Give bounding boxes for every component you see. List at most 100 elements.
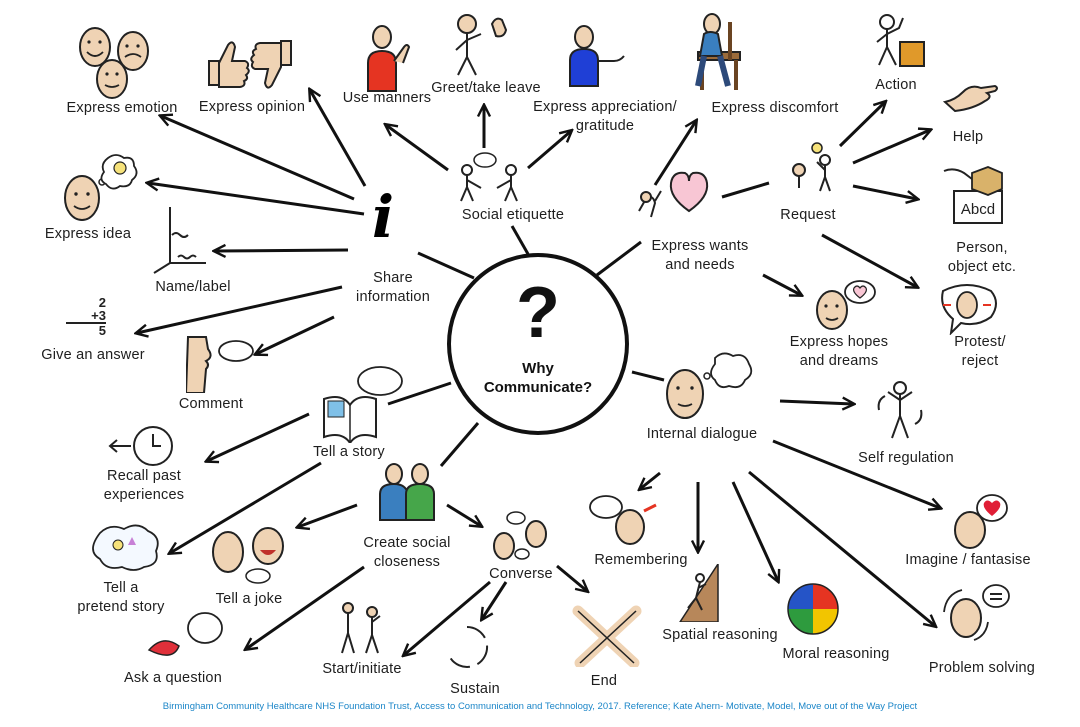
pretend-story-cloud-icon: [88, 523, 163, 571]
remembering-face-icon: [588, 493, 663, 545]
request-person-icon: [785, 140, 840, 195]
label-tell-story: Tell a story: [313, 443, 385, 462]
emotion-faces-icon: [75, 25, 155, 103]
label-converse: Converse: [489, 565, 553, 584]
label-protest-reject: Protest/ reject: [954, 333, 1006, 371]
name-label-diagram-icon: [150, 205, 210, 277]
label-name-label: Name/label: [155, 278, 230, 297]
idea-face-icon: [60, 152, 140, 228]
label-pretend-line1: Tell a: [103, 580, 138, 596]
self-regulation-icon: [875, 378, 925, 442]
label-sustain: Sustain: [450, 680, 500, 699]
label-social-etiquette: Social etiquette: [462, 206, 564, 225]
label-appreciation-line1: Express appreciation/: [533, 99, 677, 115]
heart-wants-icon: [635, 165, 715, 227]
label-closeness-line2: closeness: [374, 554, 440, 570]
label-hopes-line2: and dreams: [800, 353, 879, 369]
label-appreciation-line2: gratitude: [576, 118, 634, 134]
label-pretend-line2: pretend story: [77, 599, 164, 615]
label-greet: Greet/take leave: [431, 79, 541, 98]
ask-question-lips-icon: [145, 610, 225, 664]
moral-reasoning-wheel-icon: [786, 582, 840, 636]
sum-middle: +3: [66, 309, 106, 322]
label-comment: Comment: [179, 395, 243, 414]
spatial-climber-icon: [678, 564, 720, 622]
label-share-line1: Share: [373, 270, 413, 286]
recall-clock-icon: [105, 424, 175, 468]
center-title-line1: Why: [522, 360, 554, 377]
social-etiquette-icon: [455, 150, 525, 202]
storybook-icon: [320, 365, 410, 443]
label-start-initiate: Start/initiate: [322, 660, 401, 679]
social-closeness-people-icon: [376, 462, 440, 522]
help-hand-icon: [943, 82, 999, 114]
abcd-card-text: Abcd: [961, 201, 995, 218]
object-box-icon: Abcd: [942, 163, 1007, 227]
protest-face-icon: [935, 283, 1000, 335]
label-express-wants: Express wants and needs: [652, 237, 749, 275]
label-pretend-story: Tell a pretend story: [77, 579, 164, 617]
attribution-footer: Birmingham Community Healthcare NHS Foun…: [0, 701, 1080, 712]
label-imagine: Imagine / fantasise: [905, 551, 1031, 570]
label-tell-joke: Tell a joke: [216, 590, 283, 609]
problem-solving-icon: [940, 582, 1012, 642]
label-recall-line1: Recall past: [107, 468, 181, 484]
label-share-information: Share information: [356, 269, 430, 307]
imagine-heart-face-icon: [950, 492, 1010, 550]
label-internal-dialogue: Internal dialogue: [647, 425, 758, 444]
joke-laughing-faces-icon: [208, 524, 290, 586]
label-wants-line1: Express wants: [652, 238, 749, 254]
label-problem-solving: Problem solving: [929, 659, 1035, 678]
label-closeness-line1: Create social: [363, 535, 450, 551]
label-moral-reasoning: Moral reasoning: [783, 645, 890, 664]
question-mark-icon: ?: [451, 273, 625, 353]
label-appreciation: Express appreciation/ gratitude: [533, 98, 677, 136]
thumbs-up-down-icon: [205, 35, 295, 90]
label-discomfort: Express discomfort: [712, 99, 839, 118]
label-give-answer: Give an answer: [41, 346, 145, 365]
center-title-line2: Communicate?: [484, 379, 592, 396]
converse-faces-icon: [490, 508, 554, 564]
polite-person-icon: [360, 23, 415, 93]
internal-dialogue-face-icon: [665, 348, 755, 424]
label-protest-line1: Protest/: [954, 334, 1006, 350]
center-hub: ? Why Communicate?: [447, 253, 629, 435]
hopes-dreams-face-icon: [812, 278, 877, 332]
label-spatial-reasoning: Spatial reasoning: [662, 626, 777, 645]
label-help: Help: [953, 128, 984, 147]
label-person-line1: Person,: [956, 240, 1007, 256]
label-express-idea: Express idea: [45, 225, 131, 244]
label-person-object: Person, object etc.: [948, 239, 1016, 277]
label-wants-line2: and needs: [665, 257, 735, 273]
label-protest-line2: reject: [962, 353, 999, 369]
label-hopes-dreams: Express hopes and dreams: [790, 333, 889, 371]
comment-speech-icon: [186, 335, 256, 393]
label-person-line2: object etc.: [948, 259, 1016, 275]
label-self-regulation: Self regulation: [858, 449, 954, 468]
discomfort-chair-icon: [690, 12, 755, 94]
label-recall-line2: experiences: [104, 487, 184, 503]
label-remembering: Remembering: [594, 551, 687, 570]
label-create-social-closeness: Create social closeness: [363, 534, 450, 572]
label-request: Request: [780, 206, 835, 225]
end-crossed-arms-icon: [572, 605, 642, 667]
label-recall-past: Recall past experiences: [104, 467, 184, 505]
label-ask-question: Ask a question: [124, 669, 222, 688]
action-worker-icon: [870, 12, 930, 70]
label-express-emotion: Express emotion: [67, 99, 178, 118]
label-share-line2: information: [356, 289, 430, 305]
greeting-person-icon: [452, 12, 517, 78]
center-title: Why Communicate?: [451, 359, 625, 397]
appreciation-person-icon: [565, 25, 630, 88]
label-express-opinion: Express opinion: [199, 98, 305, 117]
sustain-cycle-icon: [442, 622, 492, 672]
sum-result: 5: [66, 322, 106, 337]
label-use-manners: Use manners: [343, 89, 431, 108]
label-end: End: [591, 672, 617, 691]
label-hopes-line1: Express hopes: [790, 334, 889, 350]
label-action: Action: [875, 76, 917, 95]
start-initiate-icon: [336, 600, 388, 658]
sum-icon: 2 +3 5: [66, 296, 106, 337]
information-icon: i: [372, 188, 394, 246]
